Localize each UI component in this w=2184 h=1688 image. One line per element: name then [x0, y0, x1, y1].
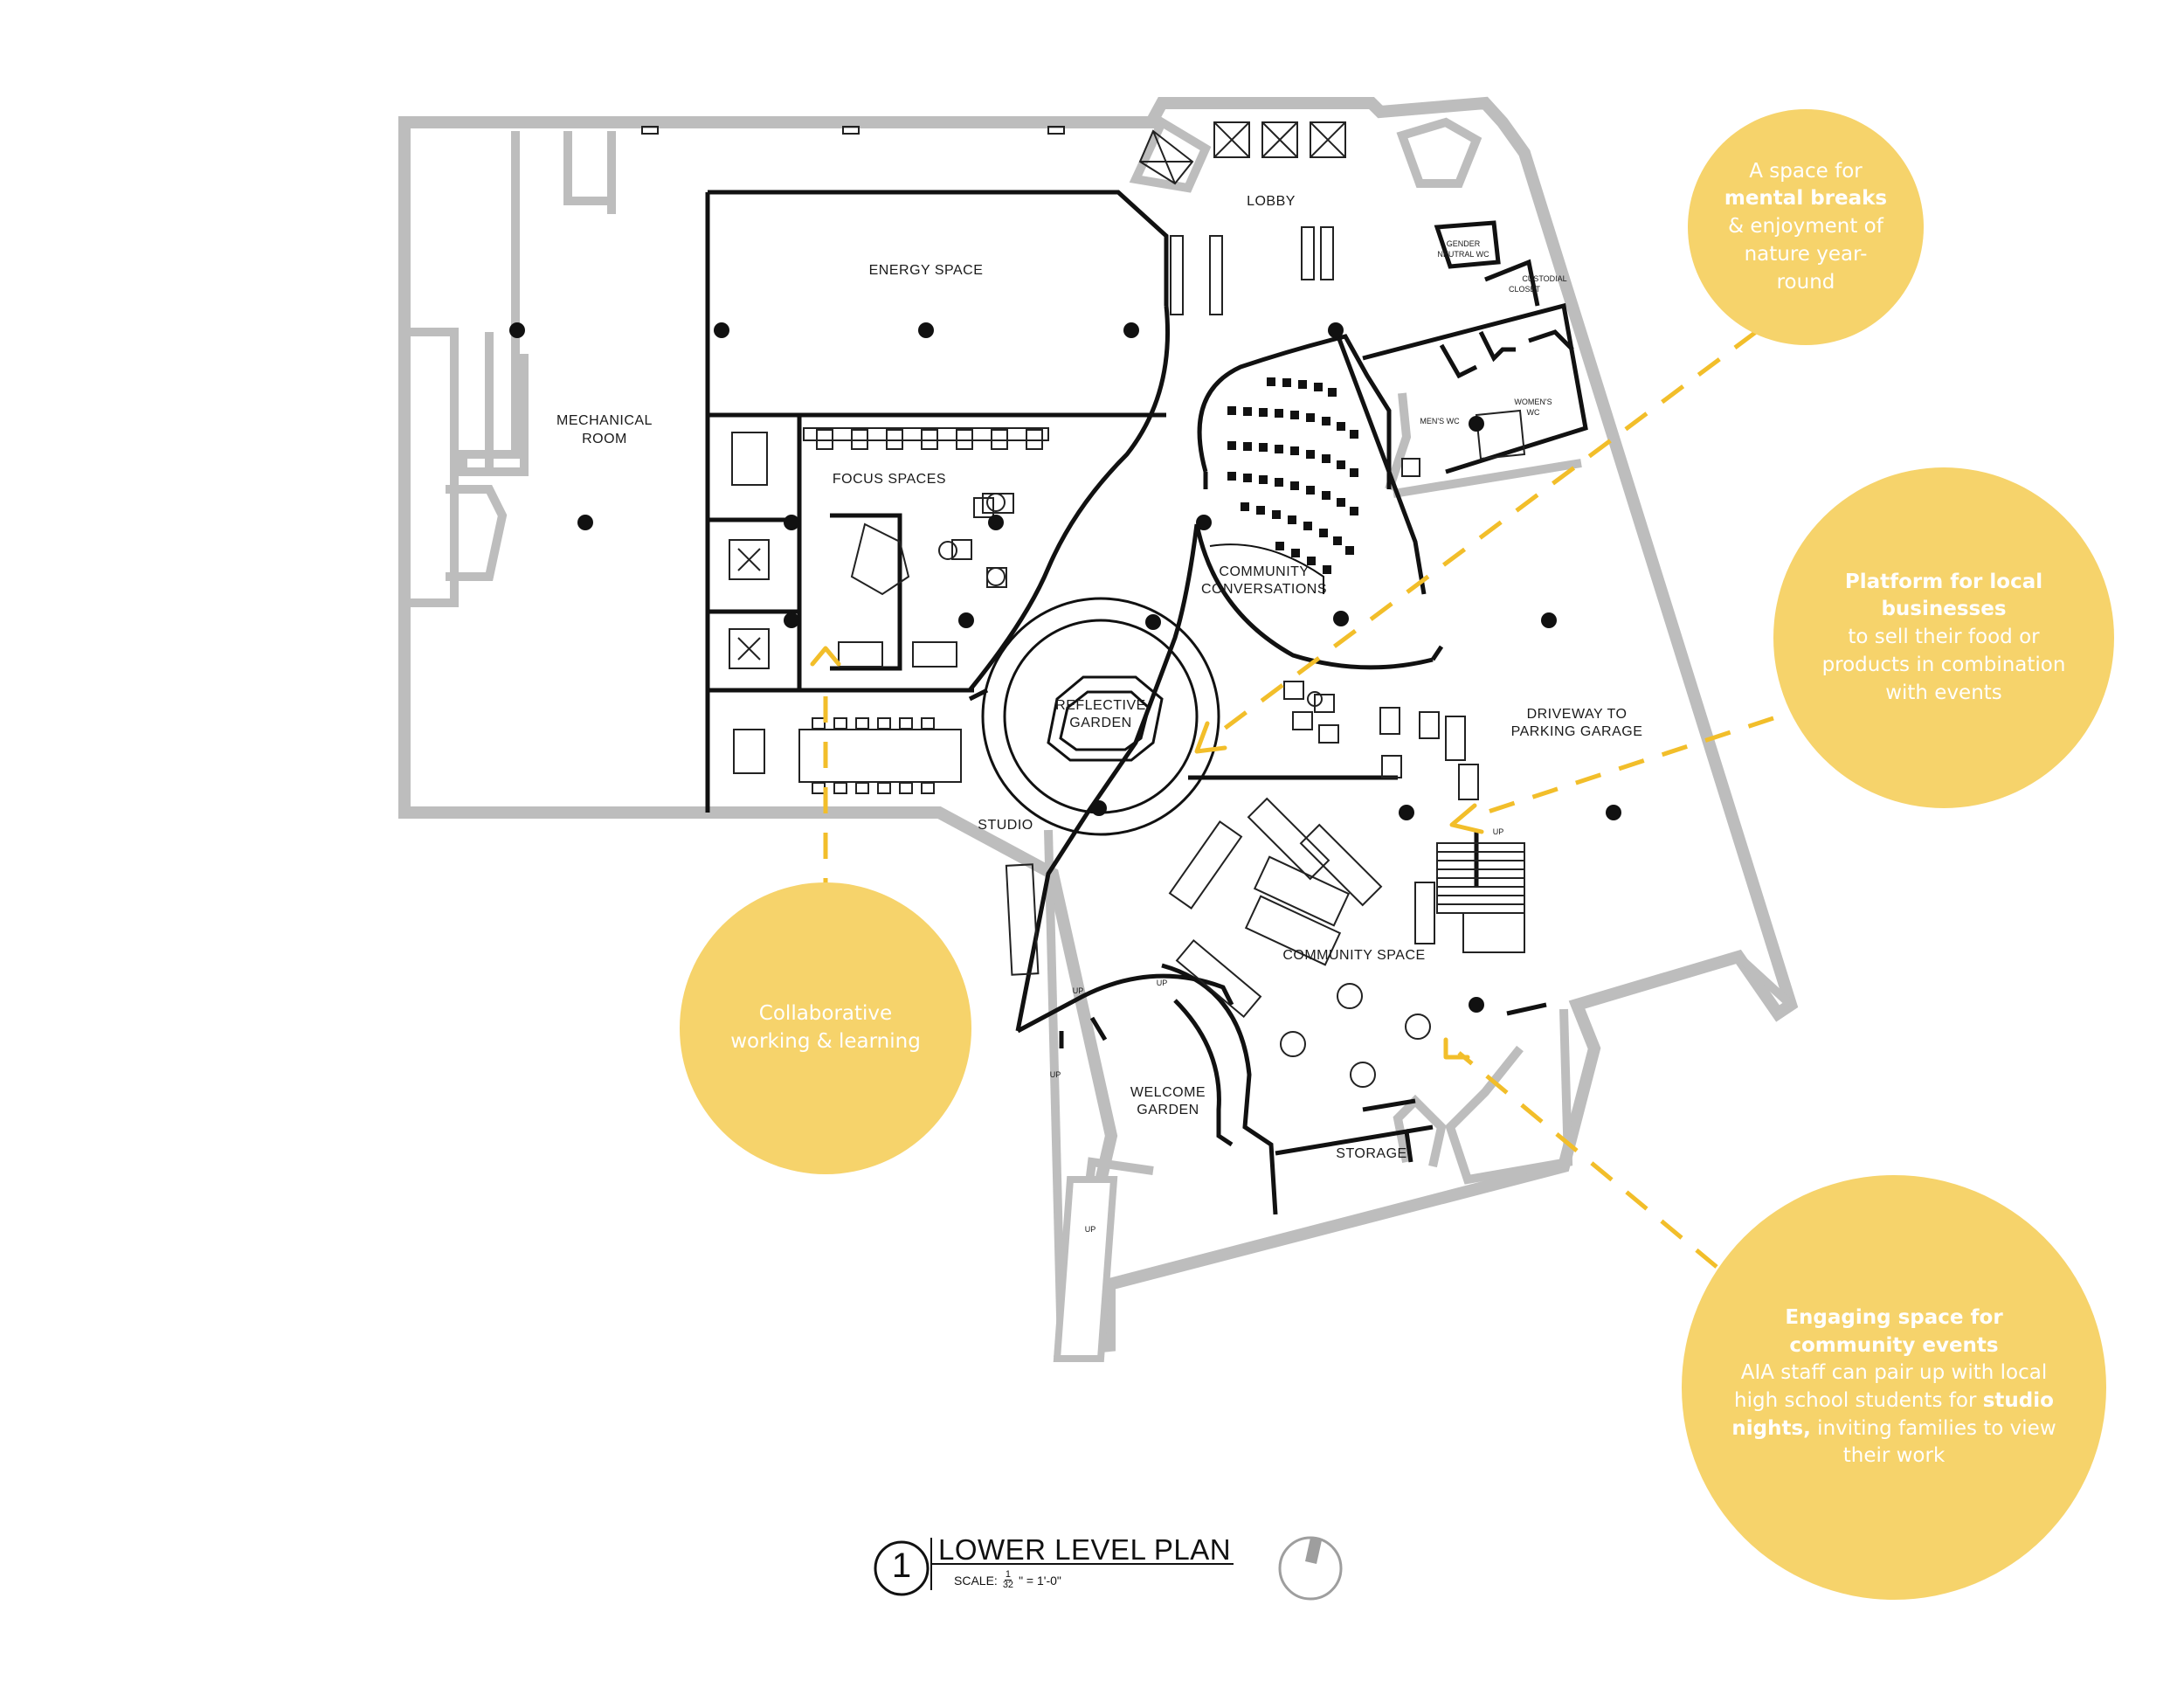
label-up-3: UP — [1050, 1070, 1061, 1079]
scale-fraction: 1 32 — [1003, 1570, 1013, 1590]
furniture — [729, 226, 1479, 1019]
arrow-head-icon — [1194, 721, 1227, 754]
arrow-head-icon — [1443, 1037, 1470, 1060]
dashed-leaders — [823, 329, 1774, 1269]
lobby-boxes — [641, 121, 1346, 185]
callout-engaging-post: inviting families to view their work — [1810, 1416, 2056, 1468]
label-custodial-closet-2: CLOSET — [1509, 285, 1541, 294]
callout-platform: Platform for local businesses to sell th… — [1773, 467, 2114, 808]
columns — [509, 322, 1621, 1013]
label-community-conversations-2: CONVERSATIONS — [1201, 582, 1327, 597]
label-energy-space: ENERGY SPACE — [869, 263, 984, 278]
label-welcome-garden: WELCOME — [1130, 1085, 1206, 1100]
callout-mental-post: & enjoyment of nature year-round — [1728, 215, 1883, 294]
label-lobby: LOBBY — [1247, 194, 1296, 209]
callout-engaging: Engaging space for community events AIA … — [1682, 1175, 2106, 1600]
room-labels: MECHANICAL ROOM ENERGY SPACE LOBBY FOCUS… — [556, 194, 1642, 1234]
stage-arc — [1209, 543, 1324, 594]
callout-collaborative: Collaborative working & learning — [680, 882, 971, 1174]
arrow-head-icon — [810, 646, 841, 667]
scale-label: SCALE: — [954, 1573, 998, 1588]
label-community-conversations: COMMUNITY — [1219, 564, 1309, 579]
label-mechanical-2: ROOM — [582, 432, 627, 446]
round-tables — [938, 493, 1431, 1088]
label-driveway: DRIVEWAY TO — [1527, 707, 1628, 722]
arrow-head-icon — [1449, 803, 1484, 834]
label-mechanical: MECHANICAL — [556, 413, 653, 428]
callout-mental-bold: mental breaks — [1724, 187, 1888, 211]
label-studio: STUDIO — [978, 818, 1033, 833]
scale-numerator: 1 — [1004, 1569, 1012, 1581]
label-storage: STORAGE — [1336, 1146, 1406, 1161]
callout-mental-breaks-text: A space for mental breaks & enjoyment of… — [1723, 158, 1889, 297]
callout-engaging-bold2: studio nights, — [1731, 1389, 2054, 1440]
stairs — [1401, 409, 1526, 953]
label-up-2: UP — [1157, 979, 1168, 987]
label-up-1: UP — [1073, 986, 1084, 995]
label-up-4: UP — [1085, 1225, 1096, 1234]
label-womens-wc-2: WC — [1527, 408, 1540, 417]
exterior-walls — [398, 96, 1799, 1357]
callout-platform-text: Platform for local businesses to sell th… — [1808, 569, 2079, 708]
label-reflective-garden-2: GARDEN — [1069, 716, 1131, 730]
label-focus-spaces: FOCUS SPACES — [833, 472, 946, 487]
label-welcome-garden-2: GARDEN — [1137, 1103, 1199, 1117]
label-womens-wc: WOMEN'S — [1514, 398, 1552, 406]
title-number: 1 — [891, 1546, 912, 1585]
label-gender-neutral-wc-2: NEUTRAL WC — [1437, 250, 1489, 259]
label-up-5: UP — [1493, 827, 1504, 836]
callout-platform-post: to sell their food or products in combin… — [1821, 626, 2066, 704]
callout-engaging-line2: AIA staff can pair up with local high sc… — [1734, 1361, 2048, 1412]
reflective-garden-rings — [981, 597, 1220, 836]
label-community-space: COMMUNITY SPACE — [1282, 948, 1425, 963]
callout-engaging-bold: Engaging space for community events — [1785, 1305, 2003, 1357]
title-block-graphic — [874, 1536, 1343, 1601]
arrow-head-icon — [810, 646, 1484, 1060]
label-mens-wc: MEN'S WC — [1420, 417, 1460, 425]
label-driveway-2: PARKING GARAGE — [1511, 724, 1643, 739]
callout-collaborative-text: Collaborative working & learning — [730, 1002, 921, 1053]
label-reflective-garden: REFLECTIVE — [1055, 698, 1146, 713]
callout-platform-bold: Platform for local businesses — [1844, 570, 2043, 621]
north-arrow-pointer — [1305, 1538, 1322, 1564]
tiered-seating — [1227, 377, 1358, 574]
scale-note: SCALE: 1 32 " = 1'-0" — [954, 1570, 1061, 1590]
plan-title: LOWER LEVEL PLAN — [938, 1533, 1232, 1566]
label-gender-neutral-wc: GENDER — [1447, 239, 1481, 248]
label-custodial-closet: CUSTODIAL — [1522, 274, 1566, 283]
interior-walls — [705, 190, 1588, 1215]
scale-rest: " = 1'-0" — [1019, 1573, 1061, 1588]
ramp — [1053, 1176, 1118, 1362]
callout-engaging-text: Engaging space for community events AIA … — [1725, 1304, 2063, 1470]
scale-denominator: 32 — [1002, 1580, 1014, 1590]
callout-mental-breaks: A space for mental breaks & enjoyment of… — [1688, 109, 1924, 345]
callout-mental-pre: A space for — [1749, 159, 1863, 183]
